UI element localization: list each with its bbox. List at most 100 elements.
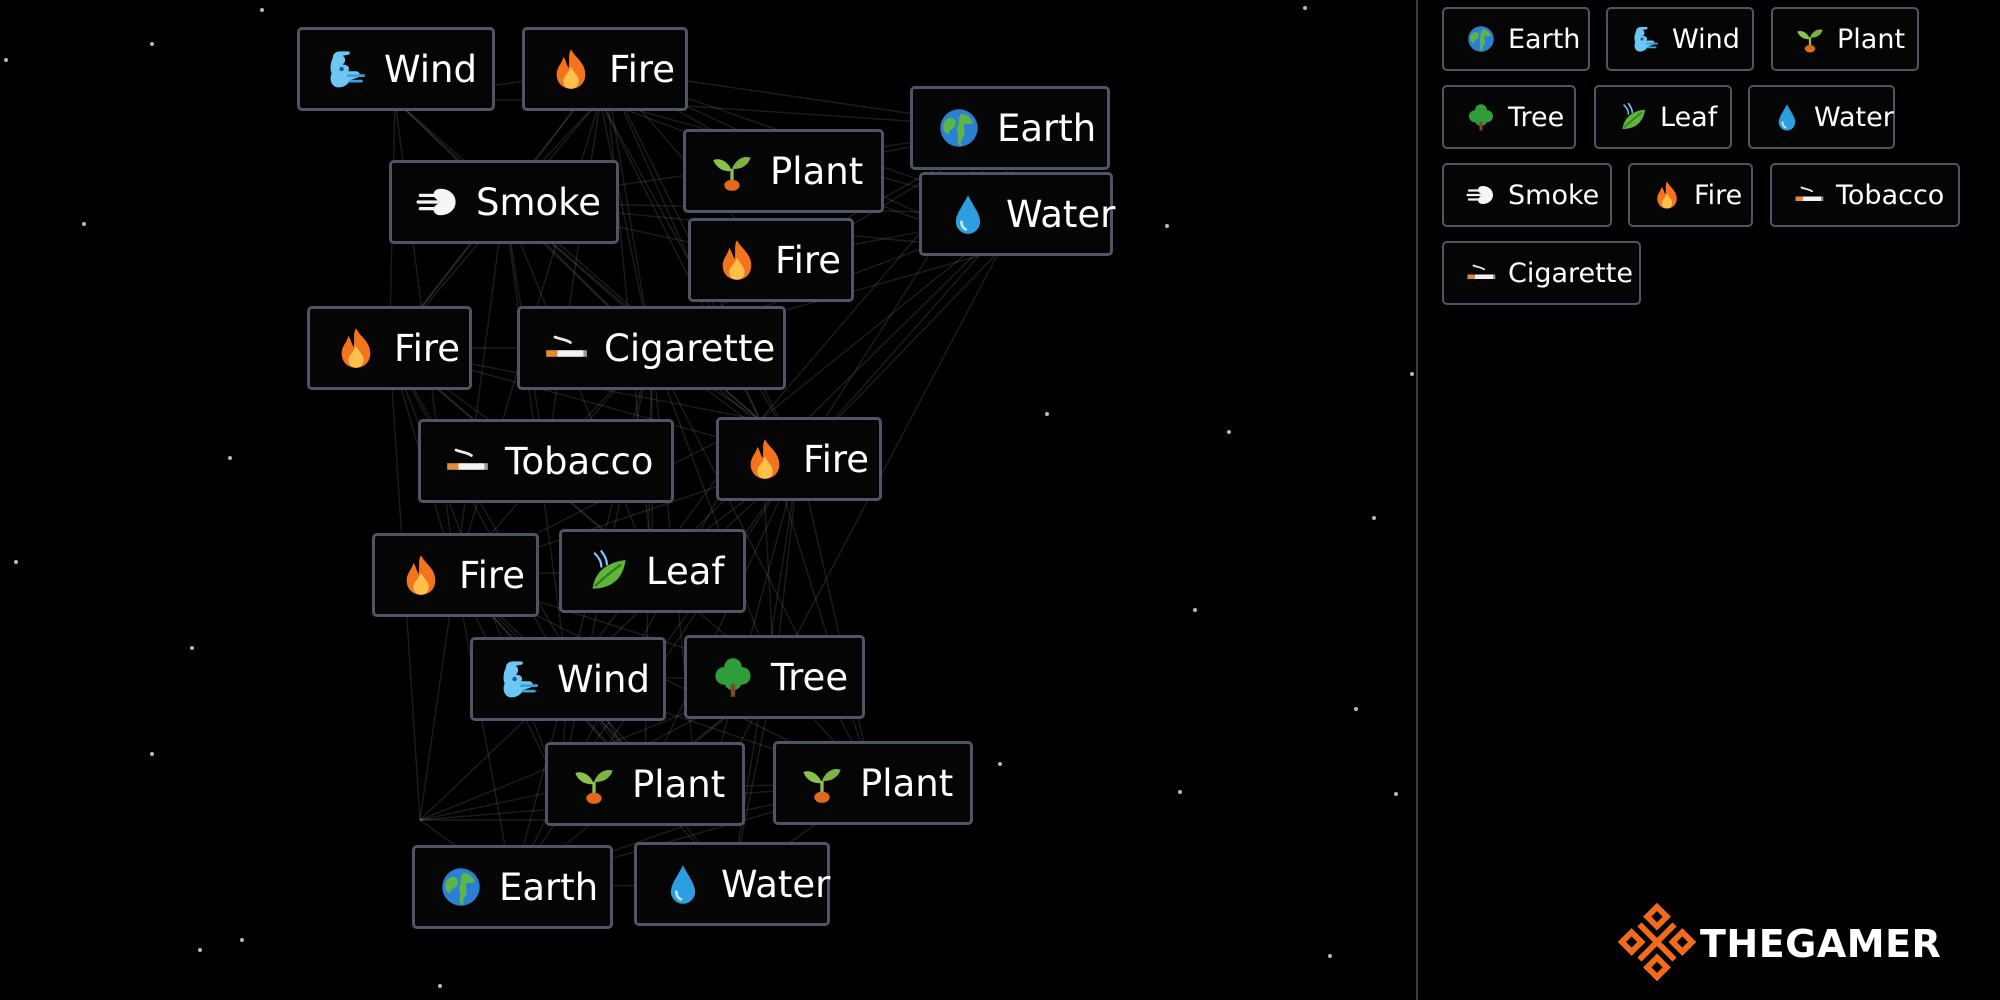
connection-line [419, 789, 561, 821]
sidebar-item-label: Cigarette [1508, 257, 1633, 289]
star [1354, 707, 1358, 711]
tree-icon [711, 655, 755, 699]
smoke-icon [416, 180, 460, 224]
sidebar-item-earth[interactable]: Earth [1442, 7, 1590, 71]
sidebar-item-water[interactable]: Water [1748, 85, 1895, 149]
canvas-element-tobacco[interactable]: Tobacco [418, 419, 674, 503]
connection-line [773, 249, 1001, 678]
canvas-element-plant[interactable]: Plant [545, 742, 745, 826]
sidebar-item-plant[interactable]: Plant [1771, 7, 1919, 71]
canvas-element-water[interactable]: Water [919, 172, 1116, 256]
tree-icon [1466, 102, 1496, 132]
star [260, 8, 264, 12]
canvas-element-label: Fire [803, 437, 870, 481]
wind-icon [1630, 24, 1660, 54]
plant-icon [800, 761, 844, 805]
connection-line [388, 347, 569, 680]
fire-icon [743, 437, 787, 481]
sidebar-item-label: Fire [1694, 179, 1743, 211]
sidebar-item-label: Tree [1508, 101, 1565, 133]
canvas-element-label: Fire [459, 553, 526, 597]
star [150, 42, 154, 46]
star [998, 762, 1002, 766]
star [4, 58, 8, 62]
canvas-element-fire[interactable]: Fire [522, 27, 688, 111]
smoke-icon [1466, 180, 1496, 210]
star [1394, 792, 1398, 796]
sidebar-item-smoke[interactable]: Smoke [1442, 163, 1612, 227]
canvas-element-fire[interactable]: Fire [372, 533, 539, 617]
water-icon [1772, 102, 1802, 132]
fire-icon [334, 326, 378, 370]
sidebar-item-label: Tobacco [1836, 179, 1945, 211]
star [1165, 224, 1169, 228]
connection-line [650, 347, 776, 678]
fire-icon [399, 553, 443, 597]
wind-icon [324, 47, 368, 91]
canvas-element-wind[interactable]: Wind [297, 27, 495, 111]
plant-icon [710, 149, 754, 193]
star [198, 948, 202, 952]
sidebar-item-wind[interactable]: Wind [1606, 7, 1754, 71]
canvas-element-label: Fire [394, 326, 461, 370]
canvas-element-label: Smoke [476, 180, 602, 224]
canvas-element-label: Leaf [646, 549, 725, 593]
canvas-element-label: Earth [499, 865, 599, 909]
canvas-element-label: Wind [384, 47, 477, 91]
connection-line [454, 201, 505, 576]
connection-line [454, 574, 733, 885]
connection-line [559, 458, 800, 791]
sidebar-divider [1416, 0, 1418, 1000]
canvas-element-label: Plant [632, 762, 726, 806]
canvas-element-cigarette[interactable]: Cigarette [517, 306, 786, 390]
canvas-element-label: Fire [775, 238, 842, 282]
canvas-element-label: Plant [770, 149, 864, 193]
connection-line [389, 347, 775, 678]
star [438, 984, 442, 988]
sidebar-item-cigarette[interactable]: Cigarette [1442, 241, 1641, 305]
star [1410, 372, 1414, 376]
cigarette-icon [1794, 180, 1824, 210]
canvas-element-smoke[interactable]: Smoke [389, 160, 619, 244]
canvas-element-water[interactable]: Water [634, 842, 830, 926]
sidebar-item-tree[interactable]: Tree [1442, 85, 1576, 149]
fire-icon [549, 47, 593, 91]
canvas-element-earth[interactable]: Earth [412, 845, 613, 929]
star [1045, 412, 1049, 416]
canvas-element-leaf[interactable]: Leaf [559, 529, 746, 613]
canvas-element-wind[interactable]: Wind [470, 637, 666, 721]
canvas-element-label: Cigarette [604, 326, 776, 370]
thegamer-logo-mark-icon [1617, 902, 1697, 985]
earth-icon [439, 865, 483, 909]
canvas-element-label: Water [721, 862, 831, 906]
plant-icon [1795, 24, 1825, 54]
star [82, 222, 86, 226]
star [1227, 430, 1231, 434]
canvas-element-fire[interactable]: Fire [688, 218, 854, 302]
canvas-element-fire[interactable]: Fire [716, 417, 882, 501]
star [150, 752, 154, 756]
leaf-icon [586, 549, 630, 593]
sidebar-item-label: Earth [1508, 23, 1581, 55]
starfield-background [4, 6, 1414, 988]
canvas-element-plant[interactable]: Plant [683, 129, 884, 213]
sidebar-item-tobacco[interactable]: Tobacco [1770, 163, 1960, 227]
canvas-element-earth[interactable]: Earth [910, 86, 1110, 170]
sidebar-item-label: Leaf [1660, 101, 1718, 133]
thegamer-wordmark: THEGAMER [1700, 922, 1942, 966]
sidebar-item-leaf[interactable]: Leaf [1594, 85, 1732, 149]
canvas-element-tree[interactable]: Tree [684, 635, 865, 719]
sidebar-item-fire[interactable]: Fire [1628, 163, 1753, 227]
canvas-element-label: Fire [609, 47, 676, 91]
earth-icon [1466, 24, 1496, 54]
star [14, 560, 18, 564]
cigarette-icon [544, 326, 588, 370]
canvas-element-label: Water [1006, 192, 1116, 236]
sidebar-item-label: Plant [1837, 23, 1906, 55]
canvas-element-plant[interactable]: Plant [773, 741, 973, 825]
fire-icon [1652, 180, 1682, 210]
star [228, 456, 232, 460]
canvas-element-fire[interactable]: Fire [307, 306, 472, 390]
